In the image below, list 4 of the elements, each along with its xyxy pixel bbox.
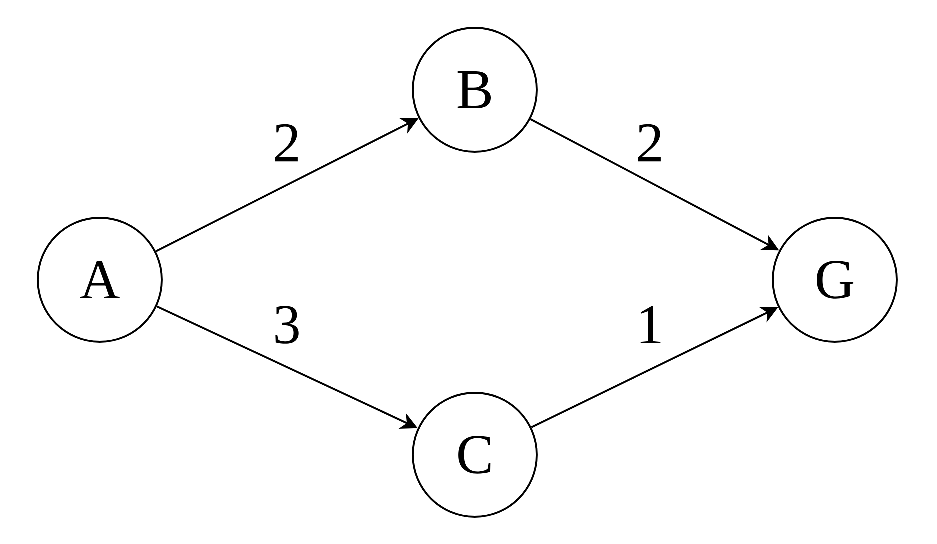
edge-label: 2 xyxy=(634,122,666,164)
edge-label: 3 xyxy=(271,304,303,346)
edge-label: 2 xyxy=(271,122,303,164)
edge-label: 1 xyxy=(634,304,666,346)
